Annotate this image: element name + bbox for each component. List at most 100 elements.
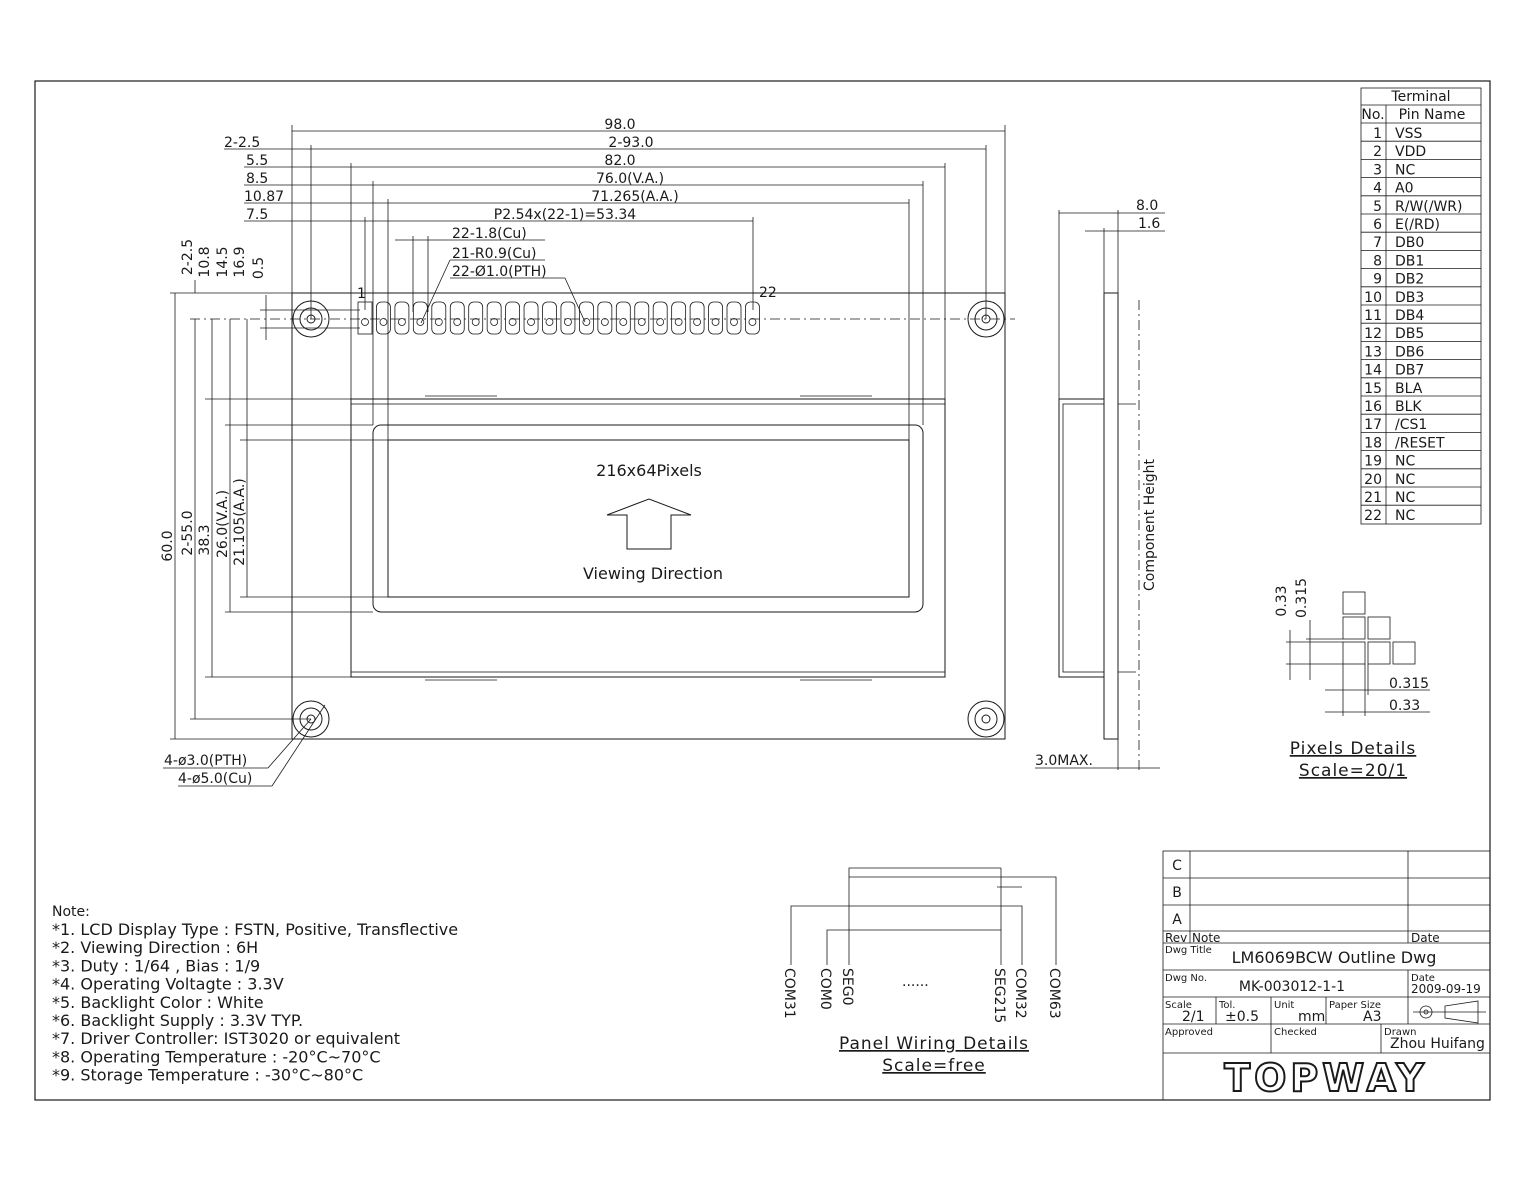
dim-21-label: 21.105(A.A.) (232, 478, 248, 565)
wiring-seg215: SEG215 (991, 968, 1007, 1023)
vertical-dimensions: 60.0 2-55.0 38.3 26.0(V.A.) 21.105(A.A.)… (160, 239, 388, 787)
terminal-pin-no: 19 (1364, 454, 1382, 470)
date-header-label: Date (1411, 931, 1440, 945)
terminal-pin-name: A0 (1395, 181, 1413, 197)
dim-60-label: 60.0 (160, 530, 176, 561)
terminal-pin-no: 18 (1364, 435, 1382, 451)
dim-pitch-label: P2.54x(22-1)=53.34 (494, 207, 636, 223)
pcb-outline (291, 292, 1006, 740)
terminal-pin-no: 22 (1364, 508, 1382, 524)
notes-block: Note: *1. LCD Display Type : FSTN, Posit… (52, 904, 458, 1085)
terminal-pin-no: 17 (1364, 417, 1382, 433)
connector-pad (486, 301, 502, 335)
connector-pad (394, 301, 410, 335)
connector-pad (449, 301, 465, 335)
connector-pad (542, 301, 557, 335)
rev-b: B (1172, 885, 1182, 901)
dim-93-label: 2-93.0 (608, 135, 653, 151)
note-line: *6. Backlight Supply : 3.3V TYP. (52, 1011, 303, 1030)
connector-pad (505, 301, 521, 335)
connector-pad (597, 301, 613, 335)
pixel-dim-1: 0.33 (1274, 585, 1290, 616)
terminal-pin-no: 20 (1364, 472, 1382, 488)
terminal-pin-no: 7 (1373, 235, 1382, 251)
wiring-com0: COM0 (817, 968, 833, 1010)
terminal-pin-no: 6 (1373, 217, 1382, 233)
connector-pad (634, 301, 650, 335)
note-line: *3. Duty : 1/64 , Bias : 1/9 (52, 956, 260, 975)
projection-symbol-icon (1413, 1000, 1486, 1024)
dim-left-7-5-label: 7.5 (246, 207, 268, 223)
dim-top-2-5-label: 2-2.5 (180, 239, 196, 275)
dim-left-10-87-label: 10.87 (244, 189, 284, 205)
brand-logo: TOPWAY (1224, 1056, 1428, 1100)
rev-label: Rev (1165, 931, 1187, 945)
terminal-pin-name: DB3 (1395, 290, 1424, 306)
dim-38-label: 38.3 (197, 524, 213, 555)
terminal-pin-name: NC (1395, 162, 1415, 178)
pad-radius-label: 21-R0.9(Cu) (452, 246, 536, 262)
wiring-com63: COM63 (1046, 968, 1062, 1019)
dim-26-label: 26.0(V.A.) (215, 490, 231, 558)
note-line: *8. Operating Temperature : -20°C~70°C (52, 1047, 381, 1066)
terminal-pin-name: /CS1 (1395, 417, 1427, 433)
pin-last-label: 22 (759, 285, 777, 301)
resolution-label: 216x64Pixels (596, 461, 702, 480)
wiring-seg0: SEG0 (839, 968, 855, 1006)
dwg-no: MK-003012-1-1 (1239, 979, 1345, 995)
terminal-pin-name: VDD (1395, 144, 1426, 160)
wiring-title: Panel Wiring Details (839, 1034, 1029, 1054)
connector-pad (412, 301, 428, 335)
terminal-pin-no: 1 (1373, 126, 1382, 142)
pixel-details: 0.33 0.315 0.315 0.33 Pixels Details Sca… (1274, 578, 1430, 781)
note-line: *9. Storage Temperature : -30°C~80°C (52, 1066, 363, 1085)
dwg-no-label: Dwg No. (1165, 973, 1207, 984)
terminal-pin-name: NC (1395, 472, 1415, 488)
terminal-pin-name: DB0 (1395, 235, 1424, 251)
terminal-pin-no: 2 (1373, 144, 1382, 160)
dim-76-label: 76.0(V.A.) (596, 171, 664, 187)
terminal-pin-name: DB4 (1395, 308, 1424, 324)
terminal-col-pin: Pin Name (1399, 107, 1466, 123)
viewing-arrow-icon (606, 498, 692, 550)
note-line: *7. Driver Controller: IST3020 or equiva… (52, 1029, 400, 1048)
note-line: *1. LCD Display Type : FSTN, Positive, T… (52, 920, 458, 939)
mount-pth-label: 4-ø3.0(PTH) (164, 753, 247, 769)
dim-14-5-label: 14.5 (215, 246, 231, 277)
terminal-pin-name: NC (1395, 508, 1415, 524)
terminal-pin-name: DB2 (1395, 272, 1424, 288)
dim-10-8-label: 10.8 (197, 246, 213, 277)
rev-c: C (1172, 858, 1182, 874)
connector-pad (615, 301, 631, 335)
mount-hole-br (967, 700, 1005, 738)
checked-label: Checked (1274, 1027, 1317, 1038)
note-label: Note (1192, 931, 1220, 945)
dim-left-2-5-label: 2-2.5 (224, 135, 260, 151)
date-value: 2009-09-19 (1411, 982, 1481, 996)
connector-pad (579, 301, 594, 335)
rev-a: A (1172, 912, 1182, 928)
connector-pad (671, 301, 687, 335)
side-pcb (1103, 292, 1119, 740)
connector-pad (468, 301, 484, 335)
connector-pad (708, 301, 723, 335)
component-height-label: Component Height (1142, 458, 1158, 591)
sheet-border (34, 80, 1491, 1101)
terminal-pin-name: VSS (1395, 126, 1422, 142)
wiring-dots: ...... (902, 974, 929, 990)
terminal-pin-name: NC (1395, 490, 1415, 506)
pin-first-label: 1 (357, 286, 366, 302)
terminal-pin-name: DB1 (1395, 253, 1424, 269)
pad-hole-label: 22-Ø1.0(PTH) (452, 264, 547, 280)
dwg-title: LM6069BCW Outline Dwg (1232, 948, 1437, 967)
connector-pads (357, 301, 760, 335)
viewing-direction-label: Viewing Direction (583, 564, 723, 583)
terminal-pin-no: 10 (1364, 290, 1382, 306)
terminal-pin-name: DB6 (1395, 344, 1424, 360)
front-view: 216x64Pixels Viewing Direction 1 22 (190, 285, 1015, 740)
terminal-pin-no: 9 (1373, 272, 1382, 288)
terminal-col-no: No. (1361, 107, 1384, 123)
dim-left-8-5-label: 8.5 (246, 171, 268, 187)
viewing-area (372, 424, 924, 613)
